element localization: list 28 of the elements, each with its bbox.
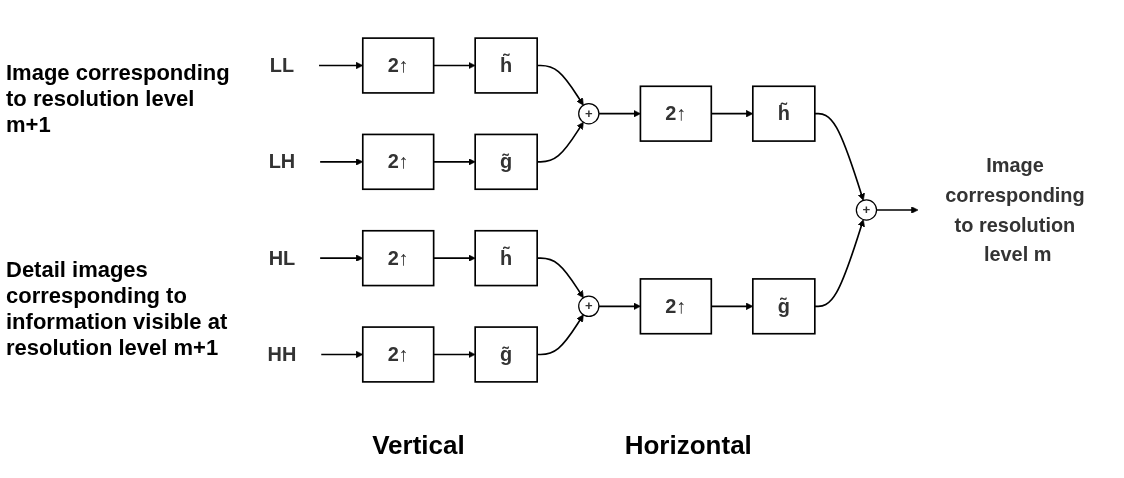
node-text: LL [269,53,295,77]
node-box: 2↑ [361,37,435,94]
arrow [598,302,641,310]
node-box: 2↑ [361,326,435,383]
node-text: HH [267,342,297,366]
annotation-text: Detail images corresponding to information visible at resolution level m+1 [6,256,229,361]
node-box: h̃ [474,229,538,287]
node-circle: + [855,199,878,221]
section-label: Vertical [372,429,465,461]
node-text: Image corresponding to resolution level m [945,153,1085,266]
node-box: g̃ [474,326,538,383]
node-box: g̃ [752,278,816,335]
arrow [814,219,865,308]
arrow [814,112,865,201]
node-text: HL [268,246,296,269]
node-box: h̃ [752,85,816,142]
arrow [598,110,641,118]
node-box: 2↑ [639,85,713,142]
node-text: LH [268,150,296,173]
node-box: 2↑ [361,229,435,287]
node-box: h̃ [474,37,538,94]
section-label: Horizontal [624,429,752,461]
annotation-text: Image corresponding to resolution level m+1 [6,59,231,138]
node-box: g̃ [474,133,538,191]
node-circle: + [578,102,600,125]
node-circle: + [578,295,600,318]
node-box: 2↑ [639,278,713,335]
node-box: 2↑ [361,133,435,191]
